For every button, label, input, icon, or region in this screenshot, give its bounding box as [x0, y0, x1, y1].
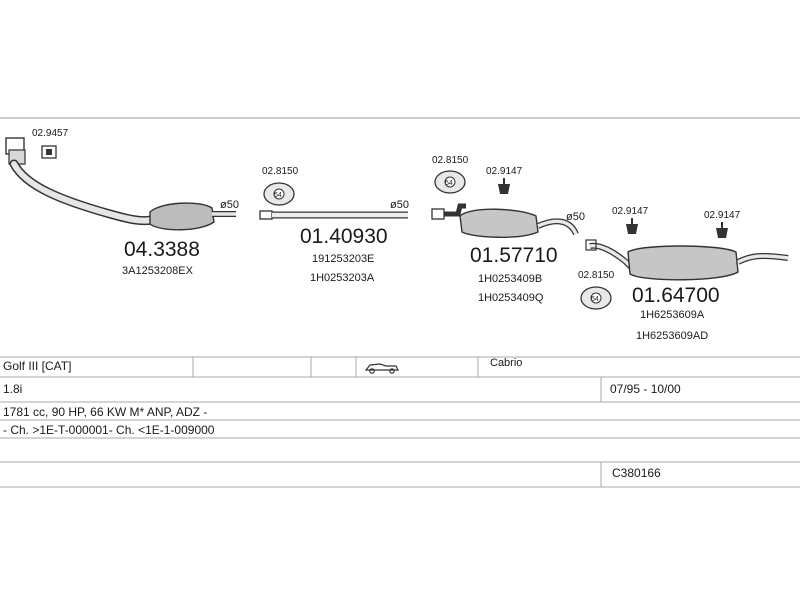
vehicle-model: Golf III [CAT] — [3, 359, 72, 373]
hanger-icon[interactable] — [498, 178, 510, 194]
part-number: 01.64700 — [632, 284, 720, 307]
accessory-code: 02.9147 — [612, 206, 649, 217]
info-table-grid — [0, 356, 800, 488]
oem-code: 1H0253203A — [310, 272, 375, 284]
accessory-clamp[interactable] — [41, 145, 57, 159]
accessory-code: 02.8150 — [432, 155, 469, 166]
oem-code: 3A1253208EX — [122, 265, 194, 277]
catalog-code: C380166 — [612, 466, 661, 480]
engine-spec: 1781 cc, 90 HP, 66 KW M* ANP, ADZ - — [3, 405, 208, 419]
oem-code: 191253203E — [312, 253, 374, 265]
convertible-car-icon — [364, 363, 399, 374]
part-number: 04.3388 — [124, 238, 200, 261]
middle-silencer-part[interactable] — [431, 203, 579, 238]
gasket-icon[interactable]: 54 — [580, 286, 612, 310]
hanger-icon[interactable] — [626, 218, 638, 234]
accessory-code: 02.8150 — [262, 166, 299, 177]
accessory-code: 02.9147 — [704, 210, 741, 221]
svg-text:54: 54 — [591, 296, 599, 303]
oem-code: 1H0253409B — [478, 273, 542, 285]
catalytic-converter-part[interactable] — [5, 137, 236, 231]
chassis-range: - Ch. >1E-T-000001- Ch. <1E-1-009000 — [3, 423, 215, 437]
part-number: 01.40930 — [300, 225, 388, 248]
accessory-code: 02.8150 — [578, 270, 615, 281]
rear-silencer-part[interactable] — [585, 239, 789, 281]
hanger-icon[interactable] — [716, 222, 728, 238]
accessory-code: 02.9457 — [32, 128, 69, 139]
catalytic-converter-body — [149, 202, 215, 231]
part-number: 01.57710 — [470, 244, 558, 267]
intermediate-pipe-part[interactable] — [259, 210, 408, 220]
oem-code: 1H6253609A — [640, 309, 705, 321]
oem-code: 1H0253409Q — [478, 292, 544, 304]
svg-text:54: 54 — [274, 192, 282, 199]
oem-code: 1H6253609AD — [636, 330, 708, 342]
accessory-code: 02.9147 — [486, 166, 523, 177]
pipe-diameter: ø50 — [566, 211, 585, 223]
gasket-icon[interactable]: 54 — [263, 182, 295, 206]
pipe-diameter: ø50 — [390, 199, 409, 211]
engine: 1.8i — [3, 382, 23, 396]
svg-text:54: 54 — [445, 180, 453, 187]
body-type: Cabrio — [490, 357, 523, 369]
front-pipe — [9, 159, 157, 226]
production-period: 07/95 - 10/00 — [610, 382, 681, 396]
gasket-icon[interactable]: 54 — [434, 170, 466, 194]
pipe-diameter: ø50 — [220, 199, 239, 211]
